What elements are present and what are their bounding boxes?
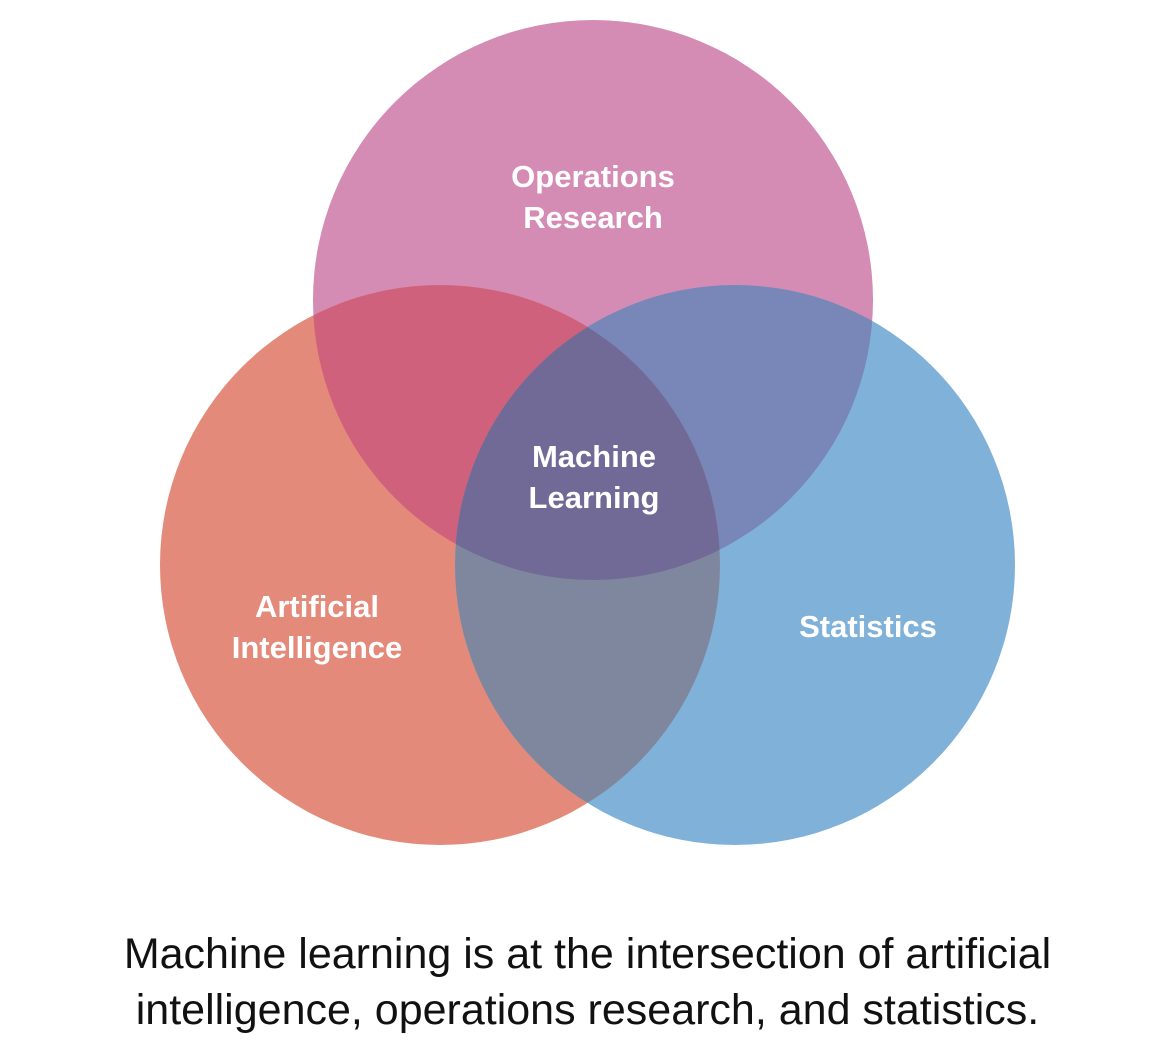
caption-line2: intelligence, operations research, and s… — [135, 986, 1040, 1034]
venn-diagram: Operations Research Artificial Intellige… — [160, 20, 1015, 845]
artificial-intelligence-label-line1: Artificial — [255, 589, 379, 624]
artificial-intelligence-label-line2: Intelligence — [232, 630, 403, 665]
operations-research-label-line2: Research — [523, 200, 663, 235]
machine-learning-intersection — [455, 285, 720, 580]
statistics-label: Statistics — [799, 609, 937, 644]
caption-line1: Machine learning is at the intersection … — [123, 930, 1052, 978]
machine-learning-label-line1: Machine — [532, 439, 656, 474]
operations-research-label-line1: Operations — [511, 159, 675, 194]
machine-learning-label-line2: Learning — [529, 480, 660, 515]
caption: Machine learning is at the intersection … — [0, 926, 1175, 1038]
